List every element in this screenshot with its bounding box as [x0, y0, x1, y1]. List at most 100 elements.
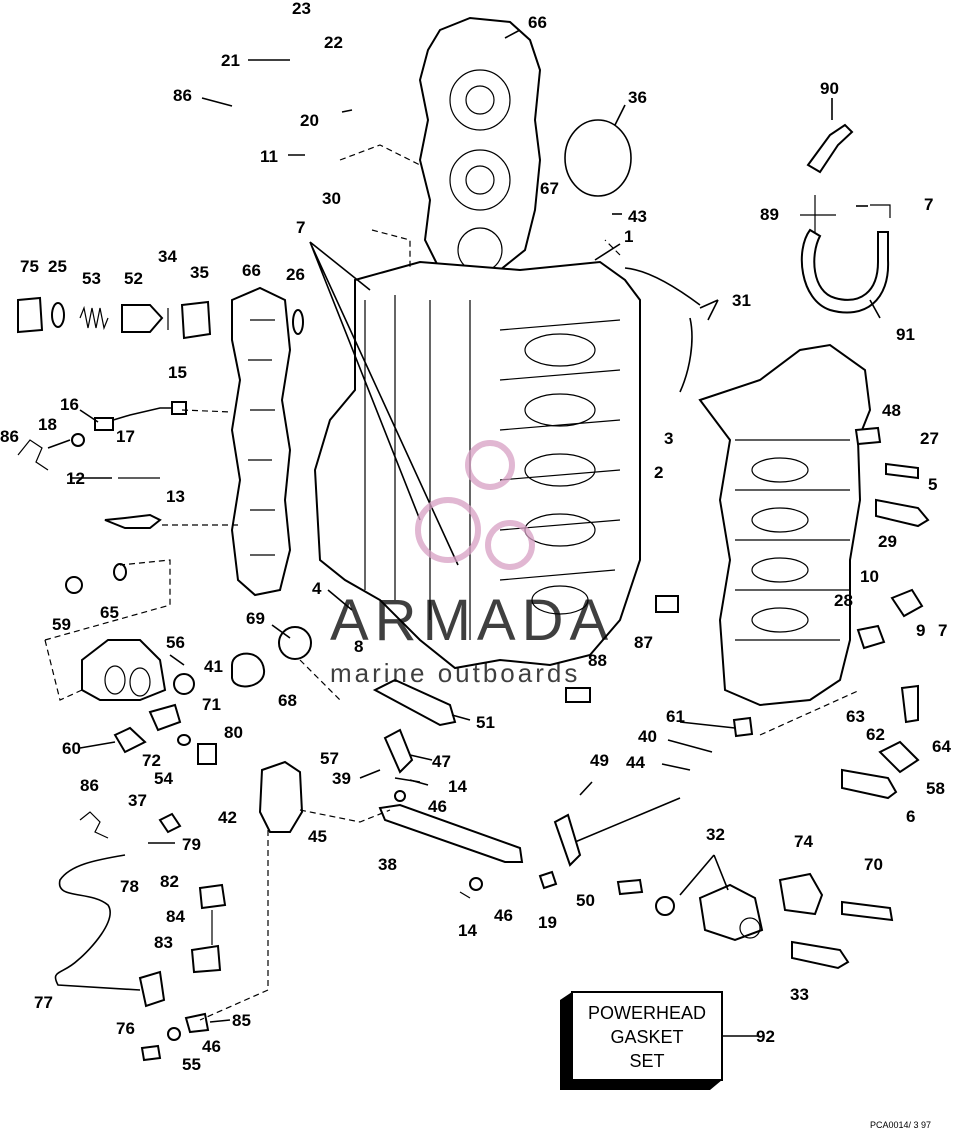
callout-label: 69 [246, 609, 265, 628]
valve-10 [890, 588, 924, 618]
gasket-set-box [571, 991, 723, 1081]
clip-86b [79, 811, 109, 839]
callout-label: 22 [324, 33, 343, 52]
spring-71 [148, 703, 182, 732]
callout-label: 26 [286, 265, 305, 284]
callout-labels: 23 22 21 86 20 66 36 90 11 30 67 43 7 89… [0, 0, 951, 1074]
block-83 [190, 944, 222, 974]
callout-label: 62 [866, 725, 885, 744]
gasket-set-line3: SET [629, 1051, 664, 1071]
nut-19 [538, 870, 558, 890]
callout-label: 49 [590, 751, 609, 770]
callout-label: 44 [626, 753, 645, 772]
nipple-85 [184, 1012, 210, 1034]
bushing-80 [197, 743, 217, 765]
callout-label: 34 [158, 247, 177, 266]
callout-label: 80 [224, 723, 243, 742]
callout-label: 23 [292, 0, 311, 18]
callout-label: 86 [80, 776, 99, 795]
arm-38 [378, 803, 524, 863]
valve-41 [173, 673, 195, 695]
callout-label: 61 [666, 707, 685, 726]
callout-label: 11 [260, 147, 278, 166]
figure-code: PCA0014/ 3 97 [870, 1120, 931, 1130]
callout-label: 63 [846, 707, 865, 726]
callout-label: 48 [882, 401, 901, 420]
callout-label: 52 [124, 269, 143, 288]
callout-label: 82 [160, 872, 179, 891]
fitting-28 [856, 624, 886, 650]
mount-58 [878, 740, 920, 774]
hose-91 [800, 228, 890, 314]
cup-35 [180, 300, 212, 340]
callout-label: 84 [166, 907, 185, 926]
callout-label: 66 [528, 13, 547, 32]
bushing-61 [732, 716, 754, 738]
callout-label: 79 [182, 835, 201, 854]
callout-label: 86 [0, 427, 19, 446]
bolt-33 [791, 940, 850, 970]
callout-label: 17 [116, 427, 135, 446]
arm-47 [383, 728, 414, 774]
callout-label: 19 [538, 913, 557, 932]
cylinder-block [313, 260, 641, 670]
side-cover-66 [230, 286, 292, 597]
clip-86a [17, 439, 49, 471]
callout-label: 87 [634, 633, 653, 652]
lever-50 [553, 813, 582, 867]
nut-59 [65, 576, 83, 594]
callout-label: 20 [300, 111, 319, 130]
callout-label: 6 [906, 807, 915, 826]
bolt-5 [875, 498, 930, 528]
callout-label: 4 [312, 579, 322, 598]
callout-label: 5 [928, 475, 937, 494]
gasket-set-line2: GASKET [610, 1027, 683, 1047]
callout-label: 75 [20, 257, 39, 276]
nut-18 [71, 433, 85, 447]
pin-14 [459, 891, 471, 899]
callout-label: 85 [232, 1011, 251, 1030]
callout-label: 41 [204, 657, 223, 676]
callout-label: 54 [154, 769, 173, 788]
callout-label: 43 [628, 207, 647, 226]
plug-75 [17, 296, 44, 334]
bolt-32 [616, 878, 644, 896]
callout-label: 51 [476, 713, 495, 732]
spring-53 [79, 305, 109, 331]
hose-90 [806, 123, 854, 174]
seal-26 [292, 309, 304, 335]
callout-label: 10 [860, 567, 879, 586]
leader-lines [47, 29, 881, 1037]
callout-label: 33 [790, 985, 809, 1004]
callout-label: 83 [154, 933, 173, 952]
bolt-6 [841, 768, 898, 800]
callout-label: 46 [202, 1037, 221, 1056]
callout-label: 78 [120, 877, 139, 896]
callout-label: 18 [38, 415, 57, 434]
callout-label: 40 [638, 727, 657, 746]
callout-label: 60 [62, 739, 81, 758]
callout-label: 59 [52, 615, 71, 634]
callout-label: 15 [168, 363, 187, 382]
washer-46b [469, 877, 483, 891]
callout-label: 57 [320, 749, 339, 768]
bolt-70 [841, 900, 894, 922]
callout-label: 89 [760, 205, 779, 224]
callout-label: 64 [932, 737, 951, 756]
exhaust-manifold [698, 343, 872, 707]
callout-label: 38 [378, 855, 397, 874]
callout-label: 77 [34, 993, 53, 1012]
callout-label: 91 [896, 325, 915, 344]
callout-label: 71 [202, 695, 221, 714]
callout-label: 76 [116, 1019, 135, 1038]
shift-rod [574, 797, 681, 843]
grommet-69 [278, 626, 312, 660]
callout-label: 92 [756, 1027, 775, 1046]
washer-25 [51, 302, 65, 328]
washer-46c [167, 1027, 181, 1041]
callout-label: 27 [920, 429, 939, 448]
o-ring-36 [564, 119, 632, 197]
watermark-logo: ARMADA marine outboards [330, 440, 608, 688]
sensor-32 [698, 883, 764, 942]
callout-label: 14 [448, 777, 467, 796]
